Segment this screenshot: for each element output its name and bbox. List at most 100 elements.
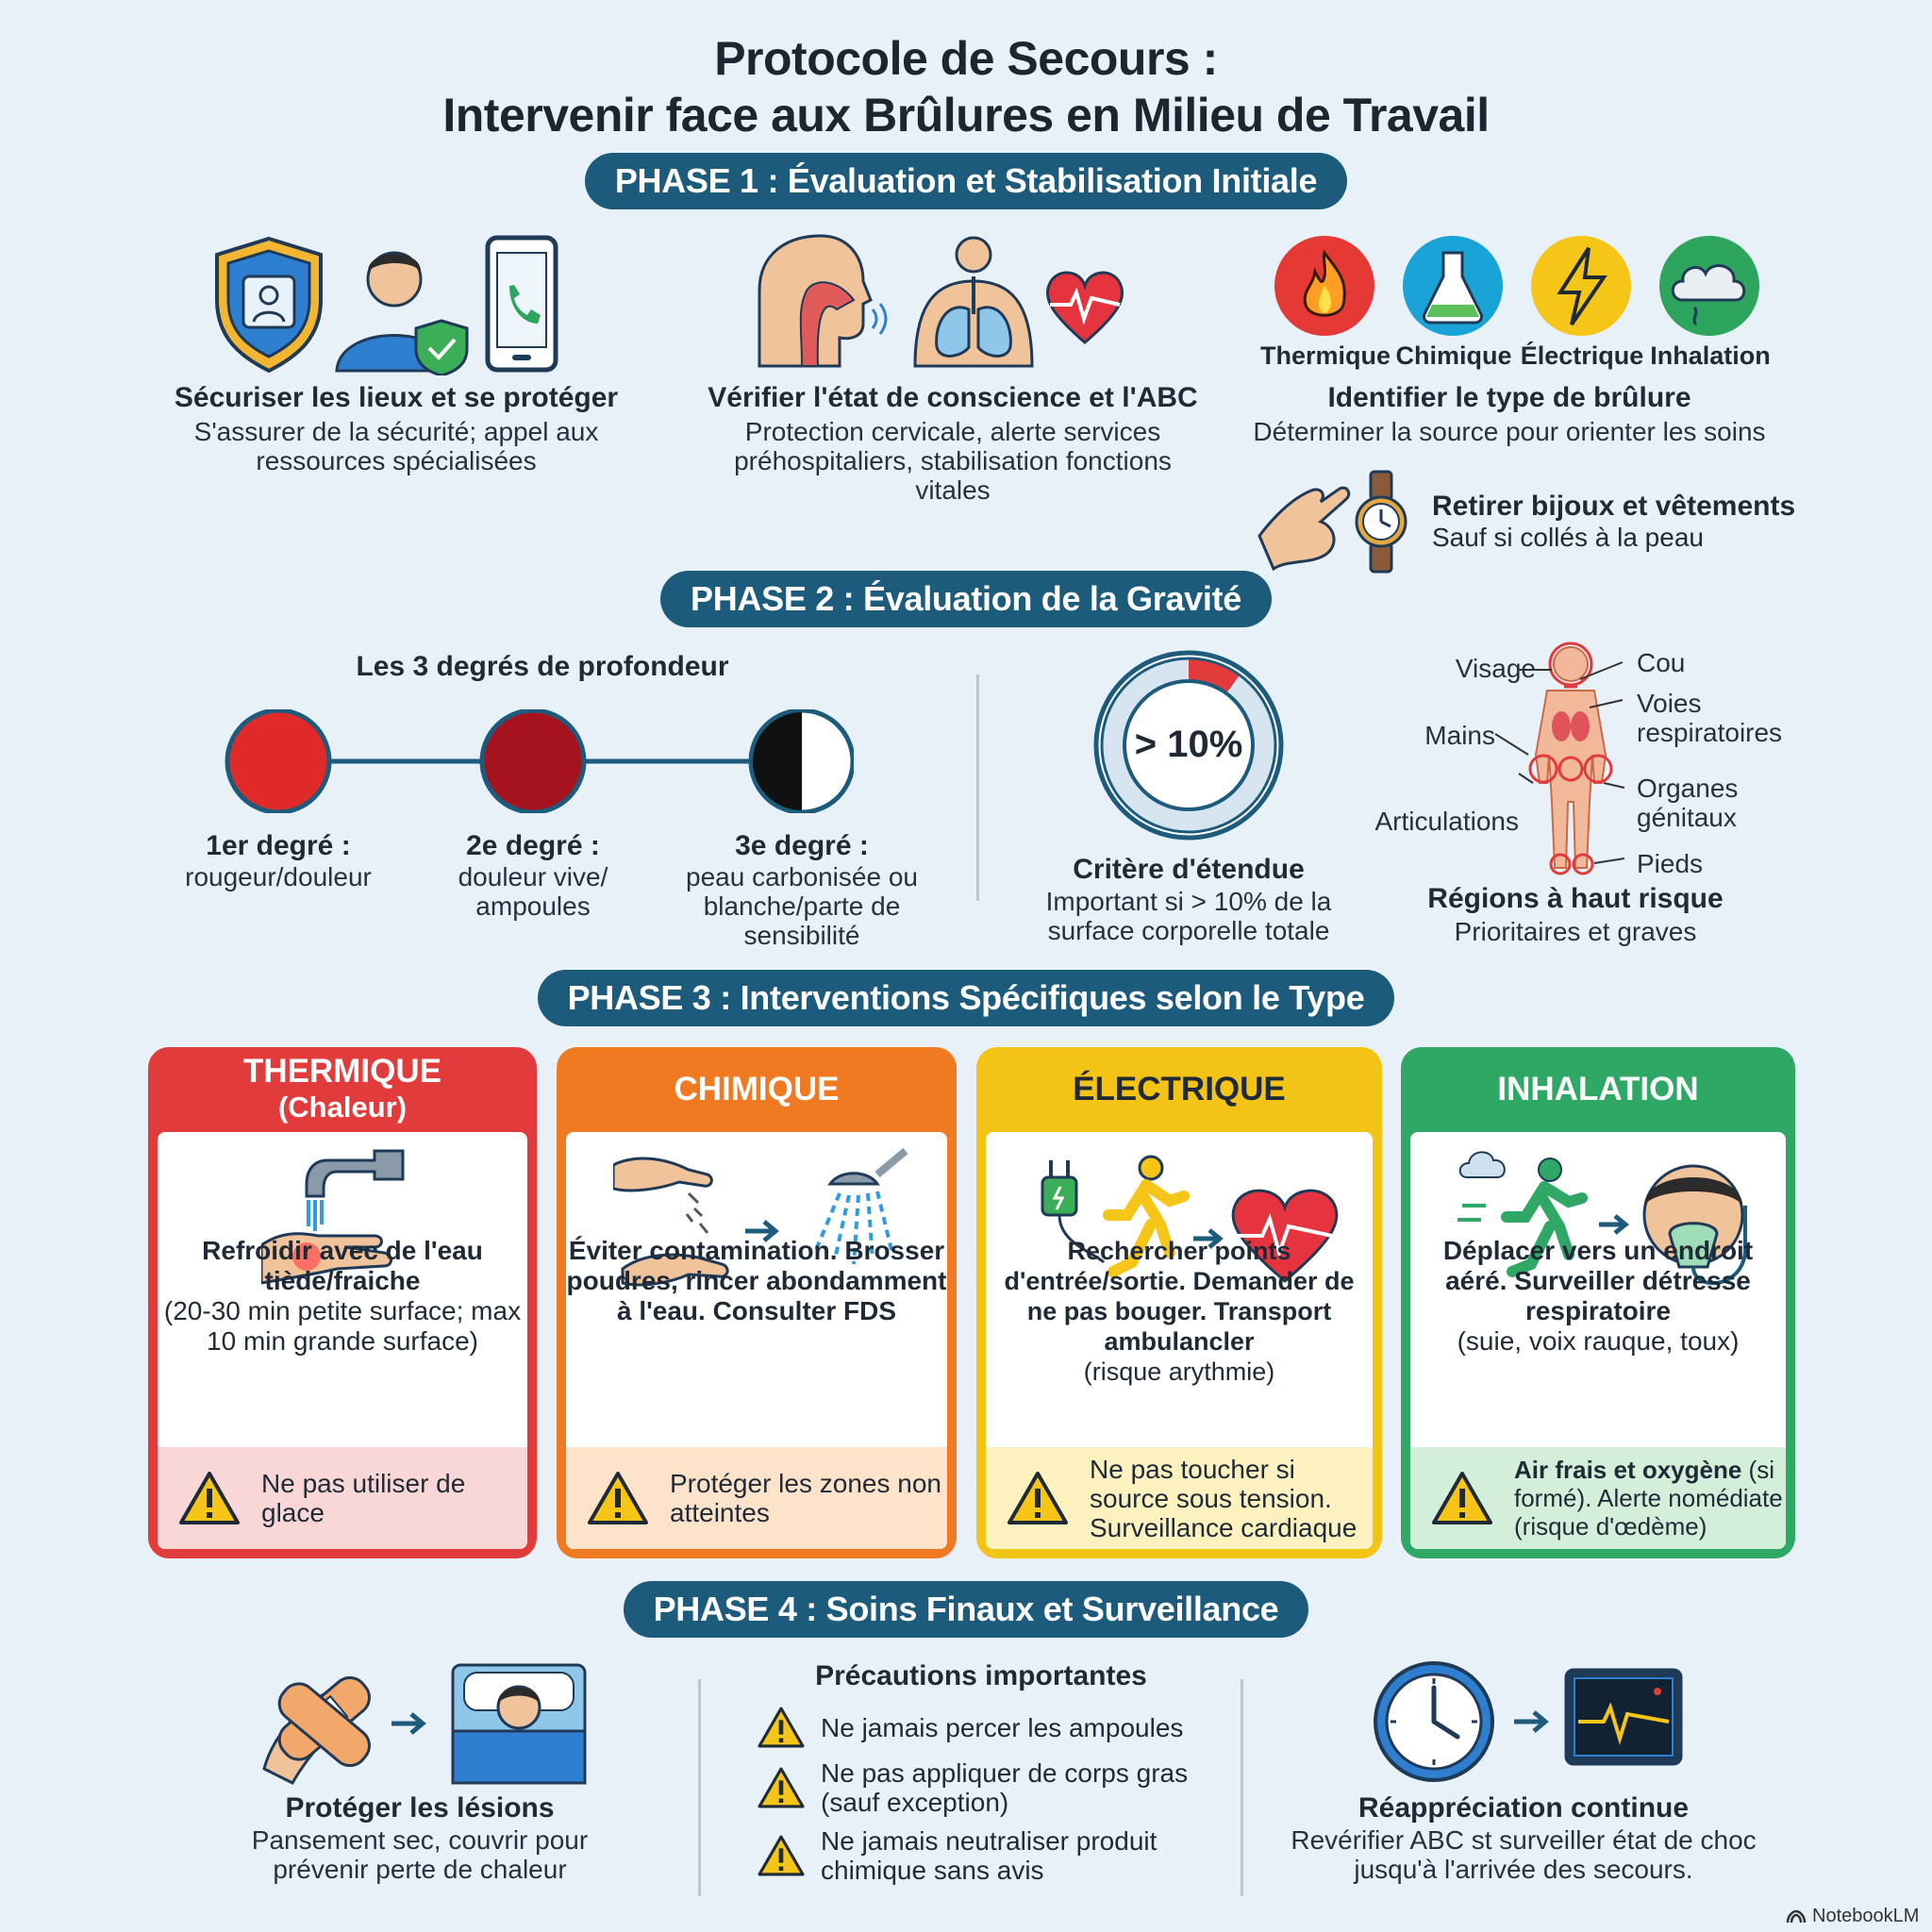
precautions-heading: Précautions importantes — [815, 1660, 1147, 1691]
clock-monitor-icon — [1374, 1661, 1683, 1782]
inhalation-type: Inhalation — [1650, 234, 1771, 370]
abc-title: Vérifier l'état de conscience et l'ABC — [708, 382, 1198, 413]
warning-icon — [758, 1707, 805, 1748]
card-thermique-warning: Ne pas utiliser de glace — [158, 1447, 527, 1549]
warning-icon — [758, 1767, 805, 1808]
human-body-icon — [1528, 641, 1613, 875]
card-inhalation-warning-text: Air frais et oxygène (si formé). Alerte … — [1514, 1456, 1786, 1541]
warning-icon — [1008, 1472, 1068, 1524]
notebooklm-logo-icon — [1786, 1909, 1807, 1923]
reassess-title: Réappréciation continue — [1357, 1792, 1690, 1824]
card-inhalation-text-bold: Déplacer vers un endroit aéré. Surveille… — [1442, 1236, 1754, 1325]
burn-types: Thermique Chimique Électrique Inhalation — [1260, 234, 1772, 385]
degrees-scale — [222, 708, 856, 815]
degree-3-text: peau carbonisée ou blanche/parte de sens… — [686, 862, 918, 950]
phase-3-label: PHASE 3 : Interventions Spécifiques selo… — [537, 970, 1395, 1026]
degree-1-title: 1er degré : — [206, 830, 351, 861]
degrees-heading: Les 3 degrés de profondeur — [356, 651, 729, 682]
precaution-text-2: Ne pas appliquer de corps gras (sauf exc… — [821, 1758, 1189, 1817]
card-chimique-text: Éviter contamination. Brosser poudres, r… — [566, 1236, 947, 1326]
thermique-label: Thermique — [1259, 341, 1391, 370]
card-inhalation-warning-bold: Air frais et oxygène — [1514, 1456, 1742, 1484]
card-thermique-header: THERMIQUE (Chaleur) — [148, 1047, 537, 1132]
label-articulations: Articulations — [1374, 807, 1519, 836]
chimique-type: Chimique — [1395, 234, 1512, 370]
phase-2-label: PHASE 2 : Évaluation de la Gravité — [660, 571, 1272, 627]
brush-rinse-icon — [613, 1147, 908, 1287]
card-electrique-warning-text: Ne pas toucher si source sous tension. S… — [1090, 1454, 1357, 1542]
runner-oxygen-mask-icon — [1457, 1151, 1747, 1286]
protect-text: Pansement sec, couvrir pour prévenir per… — [251, 1825, 589, 1884]
card-inhalation-header: INHALATION — [1401, 1047, 1795, 1132]
label-cou: Cou — [1637, 648, 1686, 677]
body-leader-lines — [1494, 661, 1625, 864]
degree-2-dot — [479, 708, 587, 815]
warning-icon — [1432, 1472, 1492, 1524]
footer-brand: NotebookLM — [1786, 1906, 1919, 1927]
precaution-item: Ne jamais percer les ampoules — [736, 1706, 1226, 1749]
thermique-type: Thermique — [1260, 234, 1391, 370]
precaution-item: Ne pas appliquer de corps gras (sauf exc… — [736, 1758, 1226, 1817]
regions-title: Régions à haut risque — [1427, 883, 1724, 914]
regions-text: Prioritaires et graves — [1454, 917, 1697, 946]
card-inhalation-warning: Air frais et oxygène (si formé). Alerte … — [1410, 1447, 1786, 1549]
precaution-item: Ne jamais neutraliser produit chimique s… — [736, 1826, 1226, 1885]
card-chimique-warning-text: Protéger les zones non atteintes — [670, 1469, 941, 1527]
electrique-label: Électrique — [1520, 341, 1644, 370]
degree-1-dot — [225, 708, 332, 815]
plug-runner-heart-icon — [1041, 1155, 1339, 1283]
title-line-1: Protocole de Secours : — [714, 32, 1218, 85]
airway-lungs-heart-icon — [758, 234, 1124, 368]
protect-title: Protéger les lésions — [285, 1792, 555, 1824]
card-thermique-text: Refroidir avec de l'eau tiède/fraiche (2… — [158, 1236, 527, 1357]
extent-title: Critère d'étendue — [1073, 854, 1305, 885]
label-voies: Voies respiratoires — [1637, 689, 1783, 747]
degree-1: 1er degré : rougeur/douleur — [175, 830, 382, 891]
phase-4-label: PHASE 4 : Soins Finaux et Surveillance — [623, 1581, 1309, 1638]
lightning-icon — [1531, 236, 1631, 336]
hand-watch-icon — [1257, 470, 1407, 574]
card-electrique-text-bold: Rechercher points d'entrée/sortie. Deman… — [1004, 1237, 1355, 1356]
degree-2-text: douleur vive/ ampoules — [458, 862, 608, 921]
card-inhalation-title: INHALATION — [1497, 1071, 1699, 1108]
footer-brand-text: NotebookLM — [1812, 1906, 1920, 1926]
abc-icons — [750, 234, 1156, 375]
burn-type-text: Déterminer la source pour orienter les s… — [1253, 417, 1766, 446]
card-thermique-title: THERMIQUE — [243, 1053, 441, 1090]
card-chimique: CHIMIQUE Éviter contamination. Brosser p… — [557, 1047, 957, 1558]
degree-2-title: 2e degré : — [466, 830, 600, 861]
card-inhalation-text: Déplacer vers un endroit aéré. Surveille… — [1410, 1236, 1786, 1357]
phase-2-banner: PHASE 2 : Évaluation de la Gravité — [0, 571, 1932, 627]
phase-4-banner: PHASE 4 : Soins Finaux et Surveillance — [0, 1581, 1932, 1638]
phase4-divider-2 — [1241, 1679, 1243, 1896]
phase-3-banner: PHASE 3 : Interventions Spécifiques selo… — [0, 970, 1932, 1026]
extent-donut: > 10% — [1090, 646, 1288, 844]
jewelry-text: Sauf si collés à la peau — [1432, 523, 1704, 552]
shield-person-icon — [215, 235, 558, 377]
degree-2: 2e degré : douleur vive/ ampoules — [443, 830, 623, 921]
flask-icon — [1403, 236, 1503, 336]
precaution-text-1: Ne jamais percer les ampoules — [821, 1712, 1184, 1742]
card-inhalation-text-normal: (suie, voix rauque, toux) — [1457, 1326, 1740, 1356]
card-thermique: THERMIQUE (Chaleur) Refroidir avec de l'… — [148, 1047, 537, 1558]
degree-3: 3e degré : peau carbonisée ou blanche/pa… — [679, 830, 924, 950]
warning-icon — [758, 1835, 805, 1876]
label-pieds: Pieds — [1637, 849, 1704, 878]
warning-icon — [588, 1472, 648, 1524]
label-visage: Visage — [1455, 654, 1536, 683]
card-thermique-subtitle: (Chaleur) — [277, 1091, 408, 1124]
card-inhalation-warning-rest: (si formé). Alerte nomédiate (risque d'œ… — [1514, 1456, 1783, 1541]
card-inhalation: INHALATION Déplacer vers un endroit aéré… — [1401, 1047, 1795, 1558]
reassess-text: Revérifier ABC st surveiller état de cho… — [1291, 1825, 1757, 1884]
extent-ring-icon — [1093, 650, 1284, 841]
faucet-hand-icon — [261, 1149, 405, 1285]
body-figure — [1500, 641, 1641, 877]
card-chimique-text-bold: Éviter contamination. Brosser poudres, r… — [566, 1236, 947, 1325]
card-electrique-title: ÉLECTRIQUE — [1073, 1071, 1286, 1108]
card-electrique-text-normal: (risque arythmie) — [1083, 1357, 1275, 1386]
card-thermique-text-bold: Refroidir avec de l'eau tiède/fraiche — [202, 1236, 483, 1295]
card-thermique-text-normal: (20-30 min petite surface; max 10 min gr… — [163, 1296, 522, 1356]
jewelry-title: Retirer bijoux et vêtements — [1432, 491, 1796, 522]
chimique-label: Chimique — [1395, 341, 1512, 370]
bandage-bed-icon — [262, 1663, 587, 1785]
